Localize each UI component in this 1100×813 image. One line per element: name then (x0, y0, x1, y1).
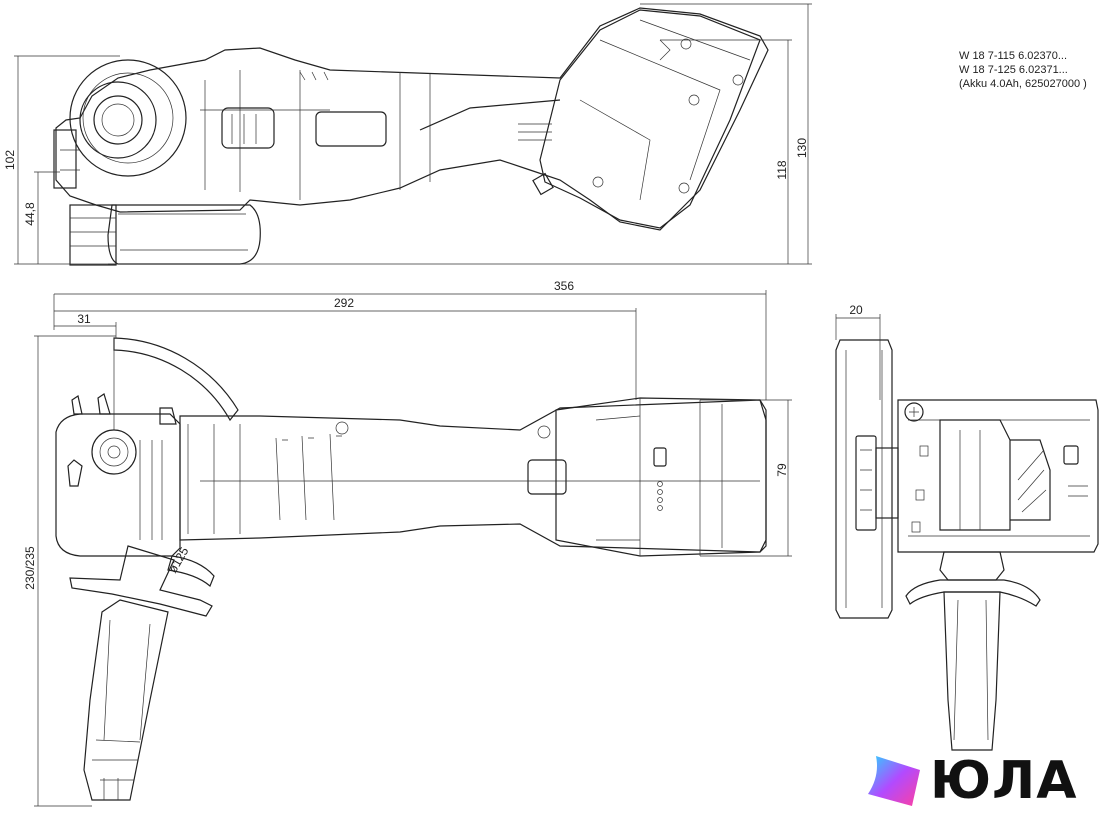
model-spec: W 18 7-115 6.02370... W 18 7-125 6.02371… (959, 49, 1087, 91)
dim-79: 79 (775, 463, 789, 477)
brand-logo-text: ЮЛА (930, 751, 1078, 811)
dim-31: 31 (77, 312, 91, 326)
dim-356: 356 (554, 279, 574, 293)
dim-130: 130 (795, 138, 809, 158)
front-view (835, 314, 1099, 751)
logo-mark-icon (868, 756, 920, 806)
top-view (34, 290, 792, 807)
spec-line-2: W 18 7-125 6.02371... (959, 64, 1068, 76)
dim-118: 118 (775, 160, 789, 179)
spec-line-3: (Akku 4.0Ah, 625027000 ) (959, 78, 1087, 90)
dim-102: 102 (3, 150, 17, 170)
side-view (14, 3, 812, 266)
dim-230-235: 230/235 (23, 546, 37, 590)
dimension-labels: 102 44,8 118 130 356 292 31 79 230/235 2… (3, 138, 863, 590)
dim-292: 292 (334, 296, 354, 310)
dim-20: 20 (849, 303, 863, 317)
dim-44-8: 44,8 (23, 202, 37, 226)
spec-line-1: W 18 7-115 6.02370... (959, 50, 1068, 62)
